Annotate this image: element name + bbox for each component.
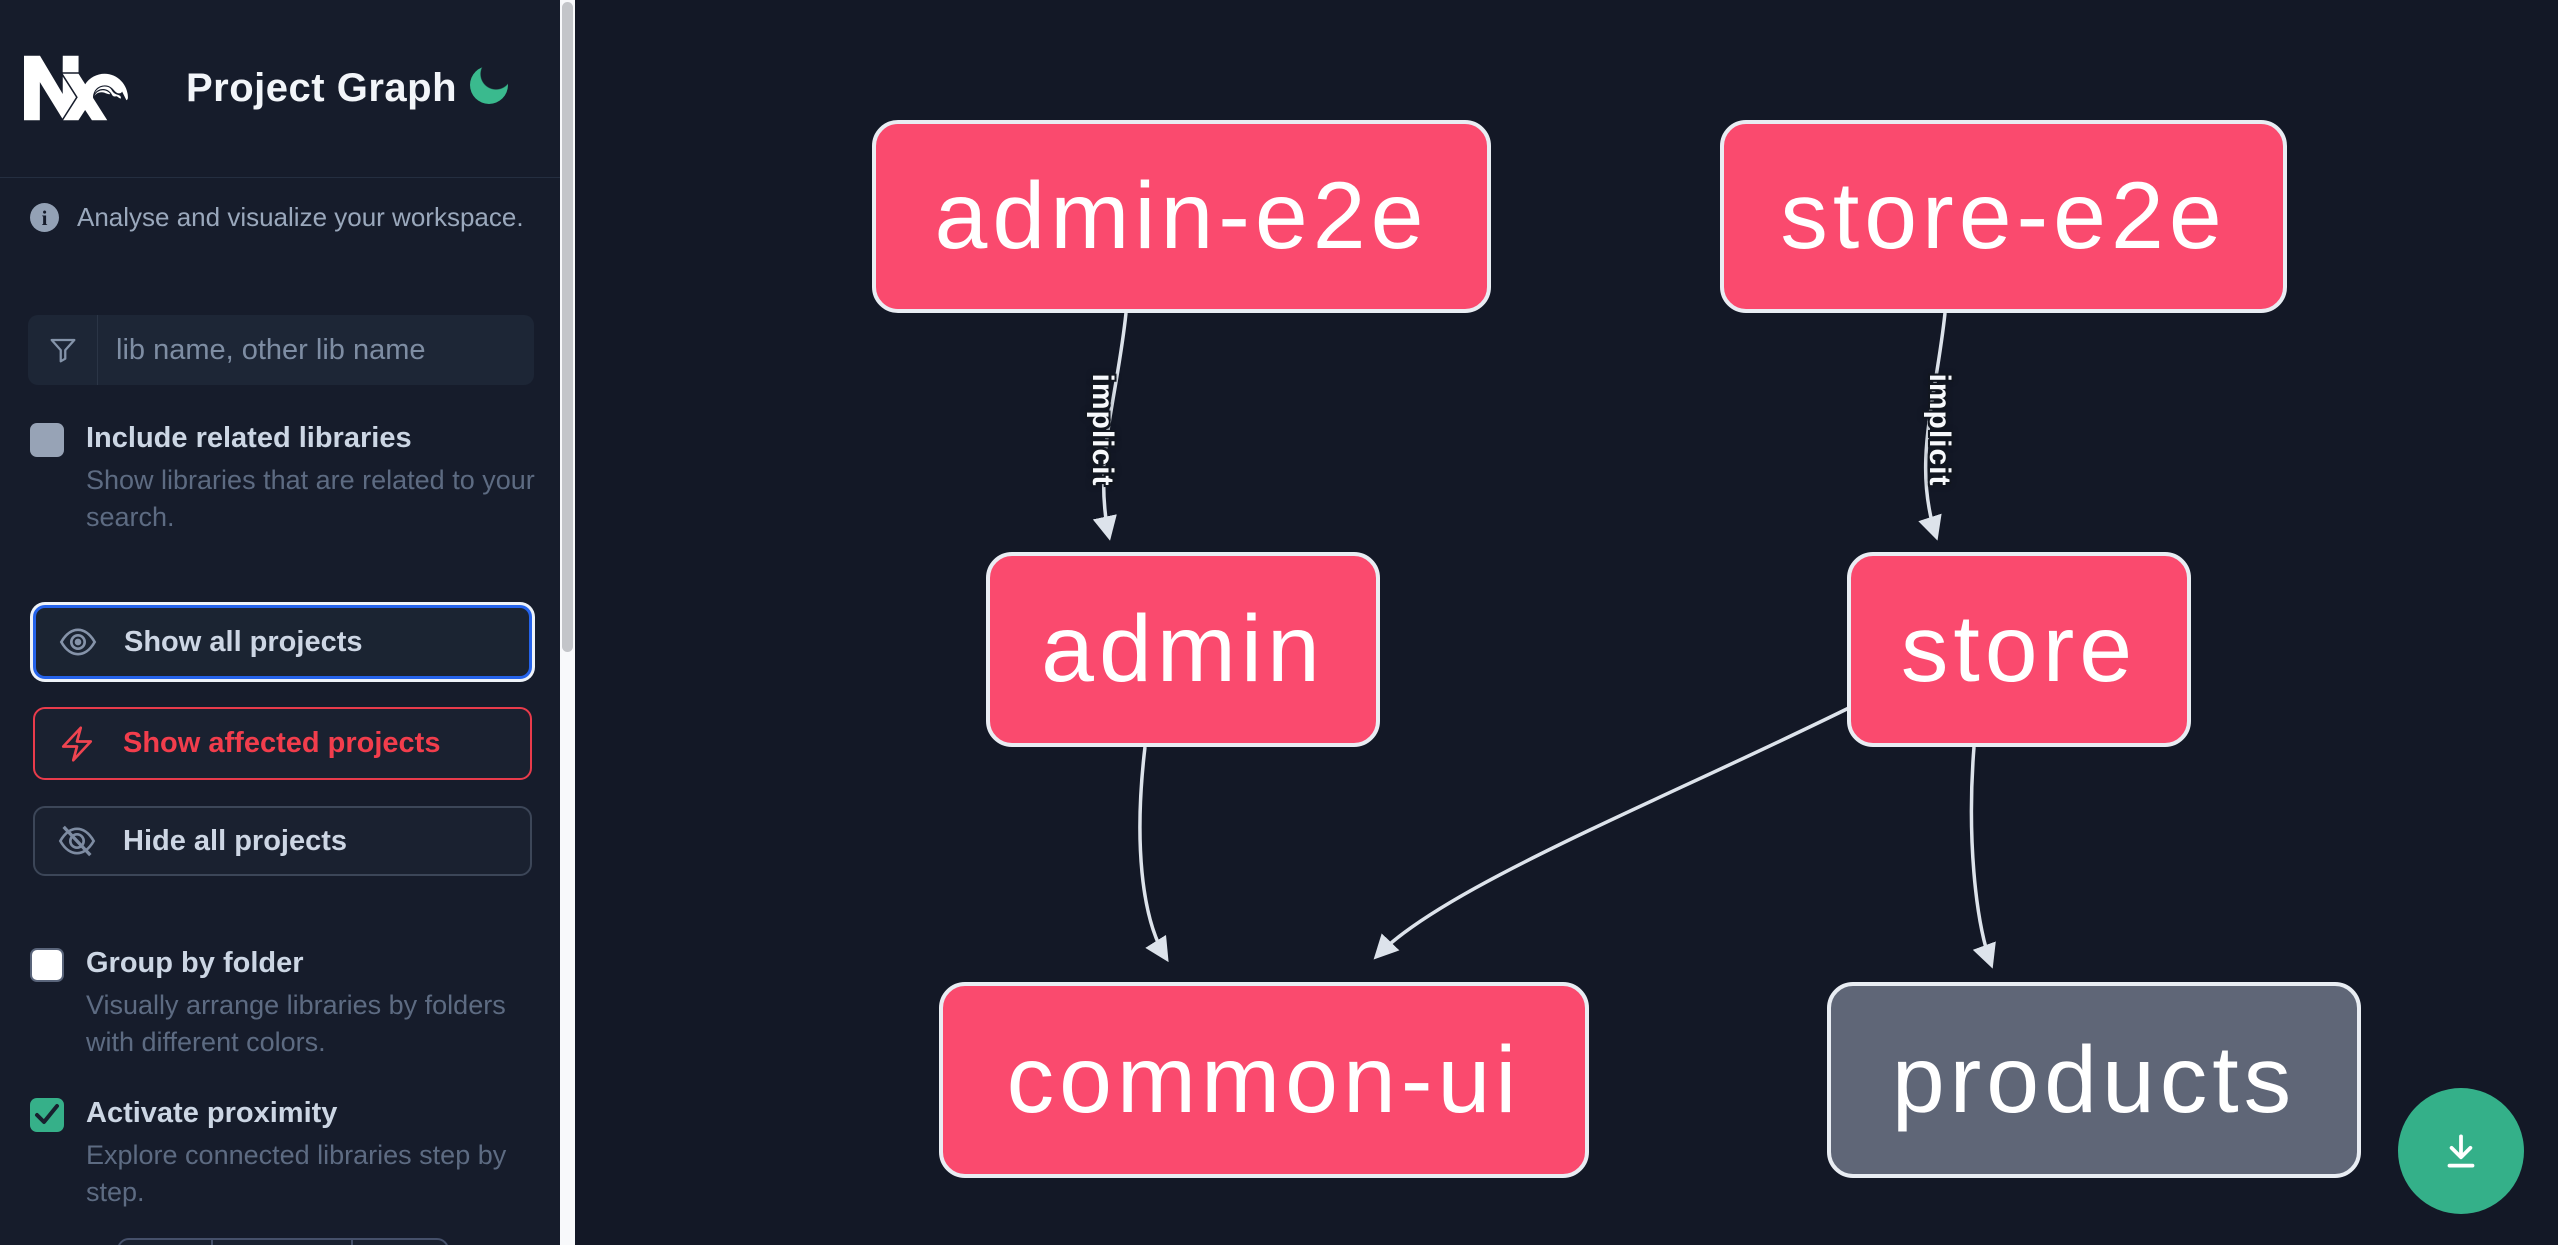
project-filter — [28, 315, 534, 385]
toggle-description: Visually arrange libraries by folders wi… — [86, 990, 506, 1057]
edge-store-to-common-ui[interactable] — [1373, 698, 1866, 960]
edge-admin-e2e-to-admin[interactable] — [1092, 312, 1128, 541]
checkbox-group-by-folder[interactable] — [30, 948, 64, 982]
graph-node-store-e2e[interactable]: store-e2e — [1720, 120, 2287, 313]
sidebar-header: Project Graph — [0, 0, 560, 178]
sidebar: Project Graph Analyse and visualize your… — [0, 0, 560, 1245]
toggle-include-related[interactable]: Include related libraries Show libraries… — [30, 421, 541, 536]
node-label: admin — [1041, 596, 1325, 702]
proximity-depth-stepper[interactable] — [117, 1238, 449, 1245]
edge-label-implicit: implicit — [1086, 373, 1119, 487]
button-label: Show affected projects — [123, 727, 441, 759]
checkbox-include-related[interactable] — [30, 423, 64, 457]
node-label: common-ui — [1006, 1026, 1522, 1133]
project-graph-canvas[interactable]: implicit implicit admin-e2e store-e2e ad… — [575, 0, 2558, 1245]
graph-node-admin[interactable]: admin — [986, 552, 1380, 747]
show-all-projects-button[interactable]: Show all projects — [33, 605, 532, 679]
edge-admin-to-common-ui[interactable] — [1138, 746, 1169, 963]
node-label: store-e2e — [1780, 163, 2227, 269]
node-label: products — [1891, 1026, 2297, 1133]
theme-toggle-moon-icon[interactable] — [470, 66, 508, 104]
checkbox-activate-proximity-checked[interactable] — [30, 1098, 64, 1132]
toggle-description: Explore connected libraries step by step… — [86, 1140, 507, 1207]
toggle-description: Show libraries that are related to your … — [86, 465, 535, 532]
node-label: store — [1900, 596, 2138, 702]
bolt-icon — [61, 725, 93, 762]
edge-store-to-products[interactable] — [1969, 746, 1996, 969]
button-label: Show all projects — [124, 625, 363, 658]
search-input[interactable] — [98, 315, 534, 385]
toggle-label: Include related libraries — [86, 422, 412, 454]
toggle-group-by-folder[interactable]: Group by folder Visually arrange librari… — [30, 946, 541, 1061]
show-affected-projects-button[interactable]: Show affected projects — [33, 707, 532, 780]
funnel-icon — [28, 315, 98, 385]
graph-node-common-ui[interactable]: common-ui — [939, 982, 1589, 1178]
toggle-label: Group by folder — [86, 947, 304, 979]
check-icon — [35, 1104, 59, 1124]
workspace-tagline-row: Analyse and visualize your workspace. — [30, 202, 524, 233]
edge-label-implicit: implicit — [1923, 373, 1956, 487]
graph-node-products[interactable]: products — [1827, 982, 2361, 1178]
download-icon — [2447, 1134, 2475, 1168]
node-label: admin-e2e — [934, 163, 1429, 269]
page-title: Project Graph — [186, 66, 458, 110]
graph-node-admin-e2e[interactable]: admin-e2e — [872, 120, 1491, 313]
download-image-button[interactable] — [2398, 1088, 2524, 1214]
hide-all-projects-button[interactable]: Hide all projects — [33, 806, 532, 876]
sidebar-scrollbar-track[interactable] — [560, 0, 575, 1245]
info-icon — [30, 203, 59, 233]
button-label: Hide all projects — [123, 824, 348, 857]
edge-store-e2e-to-store[interactable] — [1918, 312, 1947, 541]
eye-icon — [59, 628, 97, 656]
eye-off-icon — [58, 825, 96, 857]
dependency-edges — [1092, 312, 1996, 969]
toggle-activate-proximity[interactable]: Activate proximity Explore connected lib… — [30, 1096, 541, 1211]
sidebar-scrollbar-thumb[interactable] — [562, 2, 573, 652]
nx-logo-icon — [24, 55, 128, 121]
graph-node-store[interactable]: store — [1847, 552, 2191, 747]
workspace-tagline: Analyse and visualize your workspace. — [77, 202, 524, 232]
toggle-label: Activate proximity — [86, 1097, 338, 1129]
